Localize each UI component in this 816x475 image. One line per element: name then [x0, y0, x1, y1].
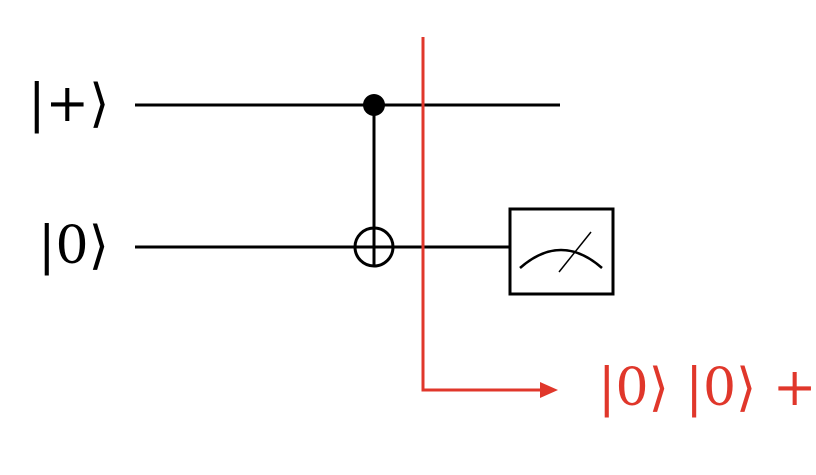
- quantum-circuit-diagram: |+⟩ |0⟩ |0⟩ |0⟩ +: [28, 37, 816, 414]
- measurement-meter: [508, 207, 615, 296]
- input-ket-zero: |0⟩: [38, 216, 109, 276]
- meter-needle: [558, 231, 592, 273]
- cut-arrow-head: [540, 382, 558, 398]
- meter-arc: [519, 248, 603, 269]
- output-state-label: |0⟩ |0⟩ +: [598, 358, 816, 418]
- cut-line: [421, 37, 543, 392]
- circuit-canvas: [135, 37, 615, 398]
- input-ket-plus: |+⟩: [28, 74, 110, 134]
- cut-annotation: [421, 37, 558, 398]
- cnot-control-dot: [363, 94, 385, 116]
- meter-box: [508, 207, 615, 296]
- cnot-gate: [353, 94, 395, 268]
